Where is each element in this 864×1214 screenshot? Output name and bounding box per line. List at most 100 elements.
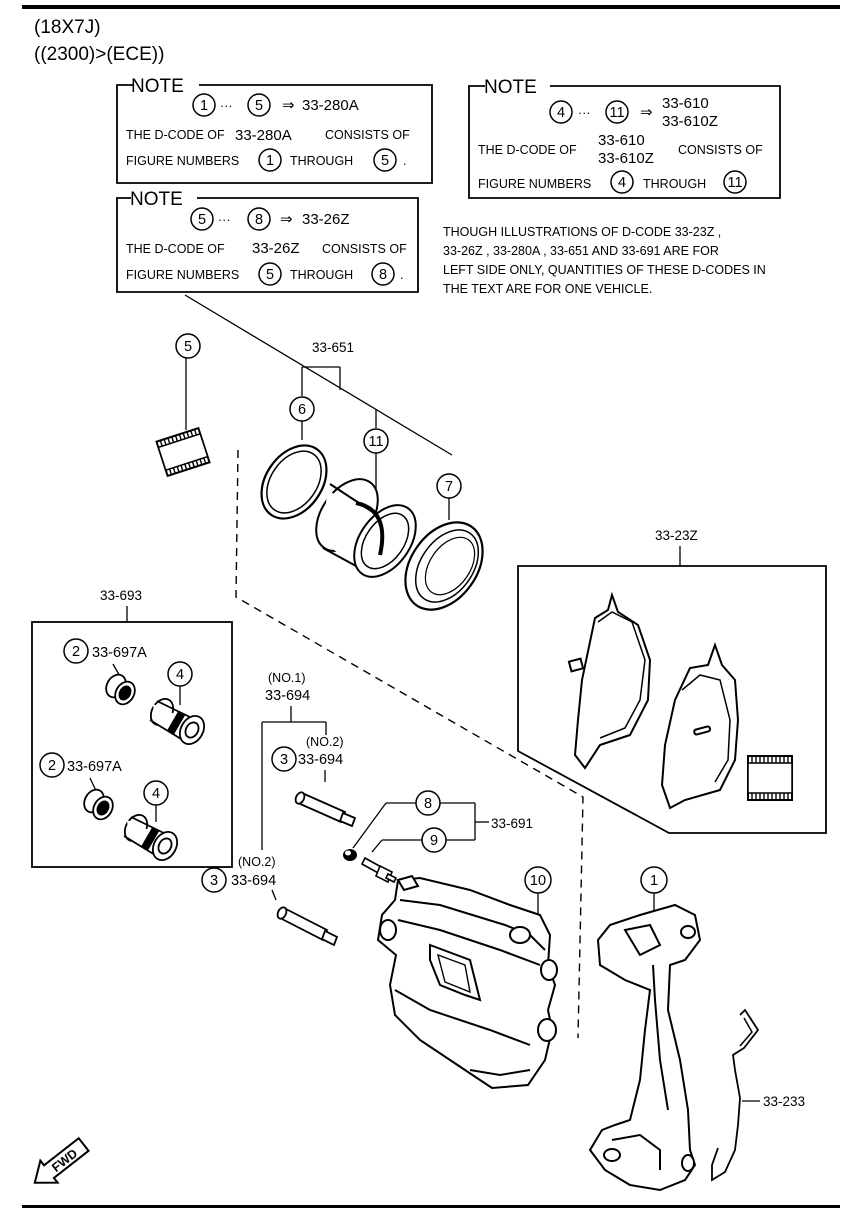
note-text: THROUGH — [290, 268, 353, 282]
callout-number: 9 — [430, 833, 438, 849]
callout-number: 7 — [445, 479, 453, 495]
callout-9: 9 — [421, 827, 447, 853]
callout-number: 3 — [280, 752, 288, 768]
sleeve-kit-box — [31, 621, 233, 868]
pin-no2-tag-upper: (NO.2) — [306, 735, 344, 749]
note-box-3: NOTE 5 ··· 8 ⇒ 33-26Z THE D-CODE OF 33-2… — [116, 189, 419, 293]
grease-packet-icon — [155, 426, 211, 478]
note-code: 33-610 — [598, 132, 645, 149]
bushing-icon-lower — [83, 788, 114, 821]
callout-number: 5 — [198, 212, 206, 228]
callout-number: 8 — [424, 796, 432, 812]
arrow-icon: ⇒ — [282, 97, 295, 114]
caliper-body-icon — [376, 874, 558, 1090]
note-range-code: 33-610 — [662, 95, 709, 112]
period: . — [403, 154, 406, 168]
callout-number: 1 — [200, 98, 208, 114]
callout-number: 5 — [266, 267, 274, 283]
disclaimer-text: THOUGH ILLUSTRATIONS OF D-CODE 33-23Z , … — [443, 225, 766, 296]
callout-5-top: 5 — [175, 333, 201, 359]
brake-pad-inner-icon — [567, 591, 652, 770]
note-title: NOTE — [130, 189, 183, 210]
callout-number: 6 — [298, 402, 306, 418]
callout-8: 8 — [415, 790, 441, 816]
spring-detail — [739, 1017, 753, 1047]
top-border — [22, 5, 840, 9]
pin-no1-tag: (NO.1) — [268, 671, 306, 685]
sleeve-kit-label: 33-693 — [100, 588, 142, 603]
callout-11: 11 — [363, 428, 389, 454]
ellipsis: ··· — [218, 213, 231, 227]
note-code: 33-26Z — [252, 240, 300, 257]
callout-number: 8 — [255, 212, 263, 228]
arrow-icon: ⇒ — [280, 211, 293, 228]
note-text: CONSISTS OF — [678, 143, 763, 157]
note-title: NOTE — [131, 76, 184, 97]
brake-pad-outer-icon — [660, 641, 740, 810]
note-title: NOTE — [484, 77, 537, 98]
seal-kit-label: 33-651 — [312, 340, 354, 355]
callout-3-upper: 3 — [271, 746, 297, 772]
pin-leaders — [261, 706, 327, 901]
piston-icon — [315, 478, 417, 578]
pin-no2-code-lower: 33-694 — [231, 873, 276, 889]
pin-no1-code: 33-694 — [265, 688, 310, 704]
pin-no2-tag-lower: (NO.2) — [238, 855, 276, 869]
callout-2-lower: 2 — [39, 752, 65, 778]
disclaimer-line: LEFT SIDE ONLY, QUANTITIES OF THESE D-CO… — [443, 263, 766, 277]
bleeder-leaders — [352, 802, 489, 853]
pad-set-box — [517, 565, 827, 834]
fwd-arrow-icon: FWD — [33, 1136, 90, 1184]
disclaimer-line: 33-26Z , 33-280A , 33-651 AND 33-691 ARE… — [443, 244, 719, 258]
callout-6: 6 — [289, 396, 315, 422]
callout-number: 4 — [557, 105, 565, 121]
callout-4-upper: 4 — [167, 661, 193, 687]
callout-number: 11 — [609, 105, 624, 121]
disclaimer-line: THE TEXT ARE FOR ONE VEHICLE. — [443, 282, 652, 296]
callout-number: 4 — [618, 175, 626, 191]
note-code: 33-280A — [235, 127, 292, 144]
period: . — [400, 268, 403, 282]
callout-number: 8 — [379, 267, 387, 283]
callout-3-lower: 3 — [201, 867, 227, 893]
sleeve-icon-lower — [123, 813, 179, 862]
note-text: CONSISTS OF — [322, 242, 407, 256]
callout-number: 2 — [72, 644, 80, 660]
callout-number: 1 — [650, 873, 658, 889]
callout-number: 3 — [210, 873, 218, 889]
note-text: THROUGH — [290, 154, 353, 168]
sleeve-icon-upper — [149, 697, 206, 746]
anti-rattle-spring-icon — [711, 1008, 760, 1182]
callout-7: 7 — [436, 473, 462, 499]
note-box-2: NOTE 4 ··· 11 ⇒ 33-610 33-610Z THE D-COD… — [468, 77, 781, 199]
disclaimer-line: THOUGH ILLUSTRATIONS OF D-CODE 33-23Z , — [443, 225, 721, 239]
bleeder-cap-icon — [343, 849, 357, 861]
ellipsis: ··· — [578, 106, 591, 120]
piston-seal-icon — [260, 444, 328, 520]
note-text: THE D-CODE OF — [126, 128, 225, 142]
note-text: FIGURE NUMBERS — [126, 154, 239, 168]
callout-2-upper: 2 — [63, 638, 89, 664]
callout-number: 4 — [176, 667, 184, 683]
bottom-border — [22, 1205, 840, 1208]
note-text: THROUGH — [643, 177, 706, 191]
note-text: CONSISTS OF — [325, 128, 410, 142]
callout-10: 10 — [524, 866, 552, 894]
note-text: FIGURE NUMBERS — [478, 177, 591, 191]
callout-number: 11 — [368, 434, 383, 450]
callout-number: 5 — [184, 339, 192, 355]
guide-pin-icon-lower — [276, 906, 339, 947]
caliper-bracket-icon — [588, 903, 702, 1192]
note-range-code: 33-280A — [302, 97, 359, 114]
callout-number: 5 — [255, 98, 263, 114]
pin-no2-code-upper: 33-694 — [298, 752, 343, 768]
arrow-icon: ⇒ — [640, 104, 653, 121]
callout-number: 2 — [48, 758, 56, 774]
callout-4-lower: 4 — [143, 780, 169, 806]
pad-set-label: 33-23Z — [655, 528, 698, 543]
bushing-label-upper: 33-697A — [92, 645, 147, 661]
callout-number: 11 — [727, 175, 742, 191]
callout-number: 1 — [266, 153, 274, 169]
guide-pin-icon-upper — [294, 791, 357, 828]
